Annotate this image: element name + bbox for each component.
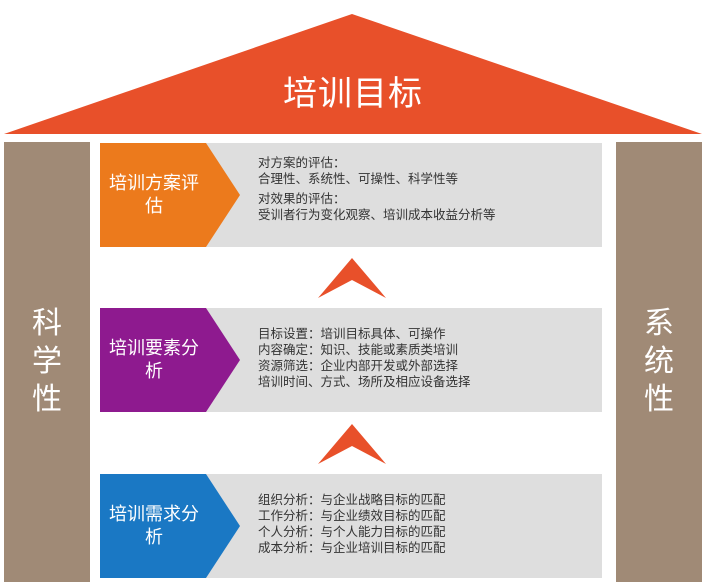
up-arrow-icon — [318, 424, 386, 464]
up-arrow-icon — [318, 258, 386, 298]
right-pillar: 系统性 — [616, 142, 702, 582]
stage-tag: 培训要素分析 — [100, 308, 240, 412]
stage-tag: 培训需求分析 — [100, 474, 240, 578]
stage-needs: 培训需求分析 组织分析：与企业战略目标的匹配 工作分析：与企业绩效目标的匹配 个… — [100, 474, 602, 578]
stage-elements: 培训要素分析 目标设置：培训目标具体、可操作 内容确定：知识、技能或素质类培训 … — [100, 308, 602, 412]
stage-details: 对方案的评估： 合理性、系统性、可操性、科学性等 对效果的评估： 受训者行为变化… — [258, 155, 496, 222]
stage-evaluation: 培训方案评估 对方案的评估： 合理性、系统性、可操性、科学性等 对效果的评估： … — [100, 143, 602, 247]
stage-details: 目标设置：培训目标具体、可操作 内容确定：知识、技能或素质类培训 资源筛选：企业… — [258, 326, 471, 389]
stage-tag: 培训方案评估 — [100, 143, 240, 247]
right-pillar-label: 系统性 — [644, 306, 674, 417]
left-pillar: 科学性 — [4, 142, 90, 582]
goal-title: 培训目标 — [283, 74, 423, 114]
stage-details: 组织分析：与企业战略目标的匹配 工作分析：与企业绩效目标的匹配 个人分析：与个人… — [258, 492, 446, 555]
roof-triangle — [4, 14, 702, 134]
left-pillar-label: 科学性 — [32, 306, 62, 417]
